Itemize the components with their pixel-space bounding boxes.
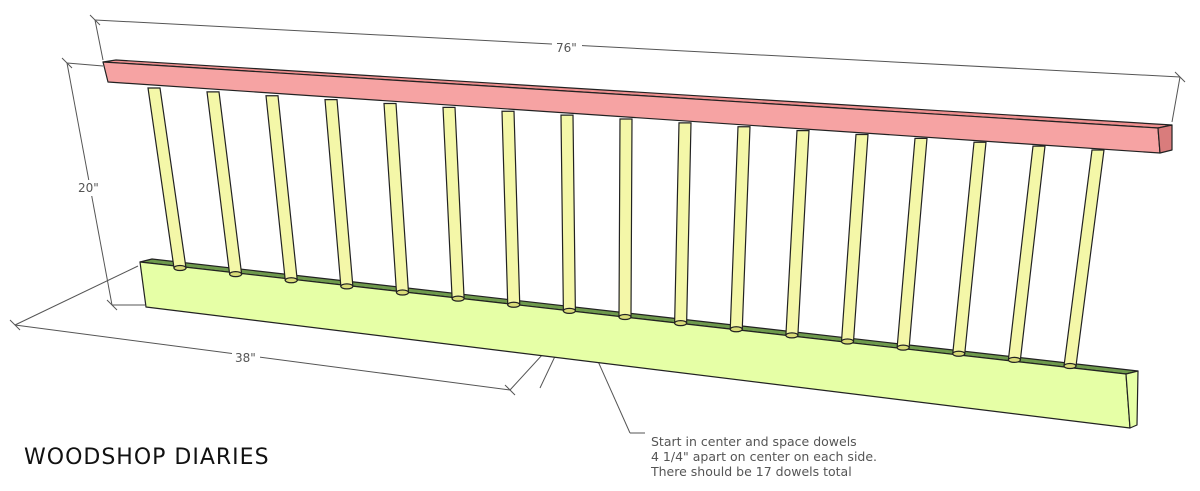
dowel [840, 133, 869, 343]
height-dimension-label: 20" [78, 181, 99, 195]
dowel [265, 95, 298, 281]
dowel [729, 126, 751, 330]
dowel-base [729, 326, 743, 333]
dowel [383, 102, 410, 294]
dowel [952, 141, 987, 355]
top-rail-end-face [1157, 124, 1173, 154]
dowel [324, 99, 354, 287]
dowel-base [785, 332, 799, 339]
dowel [442, 106, 465, 300]
dowel-base [674, 320, 688, 327]
dowel [147, 87, 187, 269]
dowel-base [840, 338, 855, 345]
dowel-base [896, 344, 910, 351]
dowel [785, 130, 810, 336]
depth-dimension-line [14, 324, 511, 391]
dowel-base [1063, 362, 1077, 370]
dowel [206, 91, 243, 275]
bottom-rail-front-face [139, 261, 1131, 429]
note-line-1: Start in center and space dowels [651, 434, 857, 449]
bottom-rail-end-face [1125, 370, 1139, 429]
dowel [674, 122, 692, 324]
width-dimension-line [94, 19, 1181, 78]
dowel-base [451, 295, 465, 302]
dowel [1007, 145, 1046, 361]
dowel-base [284, 277, 298, 284]
note-line-2: 4 1/4" apart on center on each side. [651, 449, 877, 464]
dowel-base [395, 289, 410, 296]
dowel-base [229, 271, 243, 278]
dowel-base [507, 301, 521, 308]
dowel [560, 114, 576, 312]
dowel-base [173, 264, 187, 272]
note-line-3: There should be 17 dowels total [650, 464, 852, 479]
dowel-spacing-note: Start in center and space dowels 4 1/4" … [650, 434, 877, 479]
dowel [1063, 149, 1105, 367]
dowel-base [562, 307, 576, 314]
dowel-base [952, 350, 966, 357]
brand-logo: WOODSHOP DIARIES [24, 445, 270, 470]
bottom-rail [139, 258, 1139, 429]
depth-dimension-label: 38" [235, 351, 256, 365]
dowel-base [1007, 356, 1021, 363]
dowel [501, 110, 521, 306]
width-dimension-label: 76" [556, 41, 577, 55]
dowel [618, 118, 633, 318]
dowel [896, 137, 928, 349]
dowel-group [147, 87, 1105, 370]
dowel-base [618, 313, 632, 321]
top-rail [102, 59, 1173, 154]
dowel-base [340, 283, 354, 290]
